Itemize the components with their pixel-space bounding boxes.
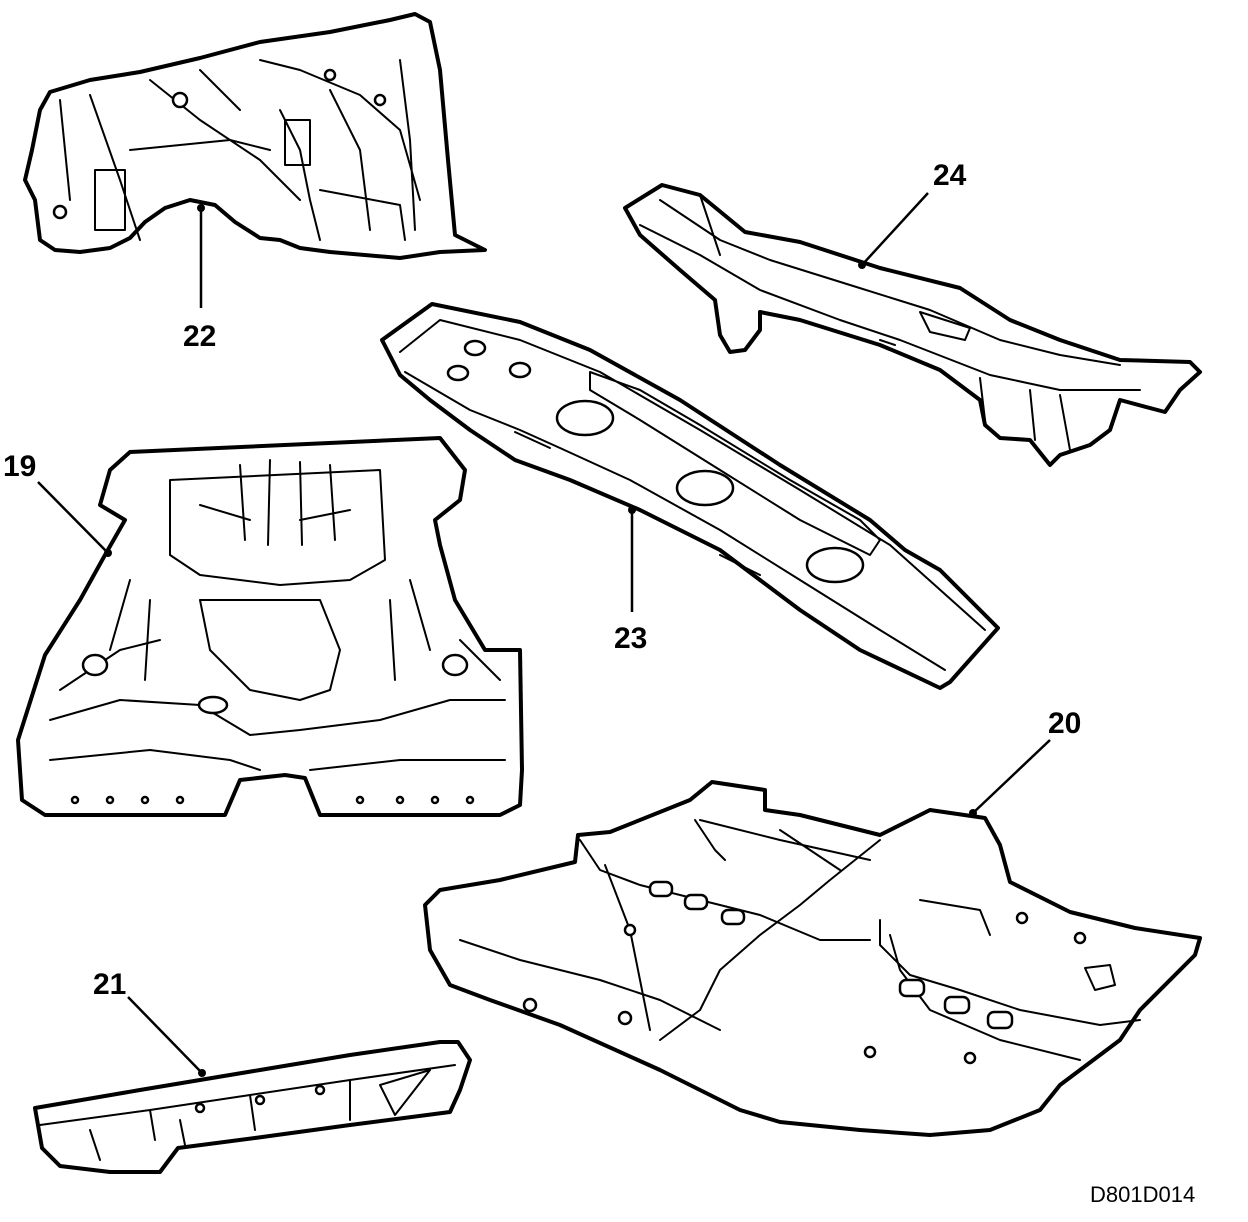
leader-21-dot (198, 1069, 206, 1077)
callout-22: 22 (183, 320, 216, 353)
callout-21: 21 (93, 968, 126, 1001)
leader-24-dot (858, 261, 866, 269)
callout-24: 24 (933, 159, 967, 192)
leader-23-dot (628, 506, 636, 514)
leader-20-dot (969, 809, 977, 817)
callout-19: 19 (3, 450, 36, 483)
leader-20 (972, 739, 1051, 814)
callout-23: 23 (614, 622, 647, 655)
part-20-front-floor (423, 780, 1202, 1137)
part-22-front-wheelarch-assembly (23, 12, 487, 260)
callout-20: 20 (1048, 707, 1081, 740)
leader-24 (861, 192, 929, 266)
leader-lines (37, 192, 1051, 1077)
leader-21 (127, 996, 203, 1074)
part-23-floor-crossmember (380, 302, 1000, 690)
leader-22-dot (197, 204, 205, 212)
part-19-rear-floor (16, 436, 524, 817)
part-21-sill-reinforcement (33, 1040, 472, 1174)
part-24-crossmember (623, 183, 1202, 467)
leader-19-dot (104, 549, 112, 557)
leader-19 (37, 481, 109, 554)
reference-code: D801D014 (1090, 1182, 1195, 1207)
